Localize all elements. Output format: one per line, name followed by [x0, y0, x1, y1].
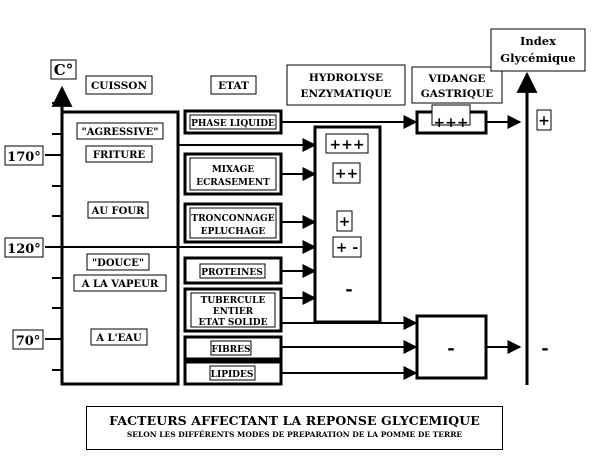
tick-label-120: 120° [7, 242, 41, 257]
etat-phase-liquide: PHASE LIQUIDE [183, 109, 283, 135]
header-hydrolyse-line1: HYDROLYSE [309, 72, 383, 84]
svg-text:ENTIER: ENTIER [213, 307, 254, 317]
header-etat: ETAT [218, 80, 249, 92]
header-index-line1: Index [520, 34, 556, 48]
etat-lipides: LIPIDES [183, 360, 283, 386]
cuisson-friture: FRITURE [93, 150, 146, 161]
svg-text:MIXAGE: MIXAGE [212, 165, 255, 175]
hydrolyse-level-5: - [345, 279, 352, 300]
etat-proteines: PROTEINES [183, 256, 283, 285]
caption-subtitle: SELON LES DIFFÉRENTS MODES DE PREPARATIO… [126, 430, 463, 439]
cuisson-au-four: AU FOUR [91, 206, 145, 217]
etat-arrows [178, 115, 418, 380]
axis-unit-label: C° [54, 61, 73, 79]
index-level-high: + [538, 113, 550, 129]
svg-text:TRONCONNAGE: TRONCONNAGE [191, 214, 274, 224]
svg-text:ECRASEMENT: ECRASEMENT [196, 178, 270, 188]
hydrolyse-level-1: +++ [329, 137, 364, 153]
header-hydrolyse-line2: ENZYMATIQUE [301, 88, 392, 100]
cuisson-agressive: "AGRESSIVE" [82, 127, 159, 138]
etat-mixage: MIXAGE ECRASEMENT [183, 152, 283, 196]
header-vidange-line2: GASTRIQUE [421, 88, 493, 100]
caption-box: FACTEURS AFFECTANT LA REPONSE GLYCEMIQUE… [86, 406, 503, 450]
hydrolyse-level-4: + - [336, 240, 359, 256]
svg-text:PROTEINES: PROTEINES [201, 268, 262, 278]
header-vidange-line1: VIDANGE [428, 73, 486, 85]
hydrolyse-level-2: ++ [335, 166, 358, 182]
header-index-line2: Glycémique [500, 51, 575, 65]
svg-text:ETAT SOLIDE: ETAT SOLIDE [199, 318, 268, 328]
svg-text:PHASE LIQUIDE: PHASE LIQUIDE [191, 119, 275, 129]
caption-title: FACTEURS AFFECTANT LA REPONSE GLYCEMIQUE [109, 413, 480, 428]
etat-fibres: FIBRES [183, 335, 283, 361]
svg-text:EPLUCHAGE: EPLUCHAGE [201, 227, 266, 237]
vidange-level-2: - [447, 338, 454, 359]
cuisson-vapeur: A LA VAPEUR [81, 279, 159, 290]
tick-label-70: 70° [16, 334, 41, 349]
cuisson-douce: "DOUCE" [92, 258, 144, 269]
index-level-low: - [541, 338, 548, 359]
header-cuisson: CUISSON [91, 80, 148, 92]
vidange-level-1: +++ [433, 115, 468, 131]
tick-label-170: 170° [7, 150, 41, 165]
axis-unit-box [50, 59, 77, 80]
hydrolyse-level-3: + [339, 214, 351, 230]
etat-tronconnage: TRONCONNAGE EPLUCHAGE [183, 202, 283, 244]
svg-text:LIPIDES: LIPIDES [211, 370, 254, 380]
svg-text:TUBERCULE: TUBERCULE [201, 296, 266, 306]
etat-tubercule: TUBERCULE ENTIER ETAT SOLIDE [183, 287, 283, 333]
svg-text:FIBRES: FIBRES [211, 345, 250, 355]
cuisson-eau: A L'EAU [95, 333, 142, 344]
